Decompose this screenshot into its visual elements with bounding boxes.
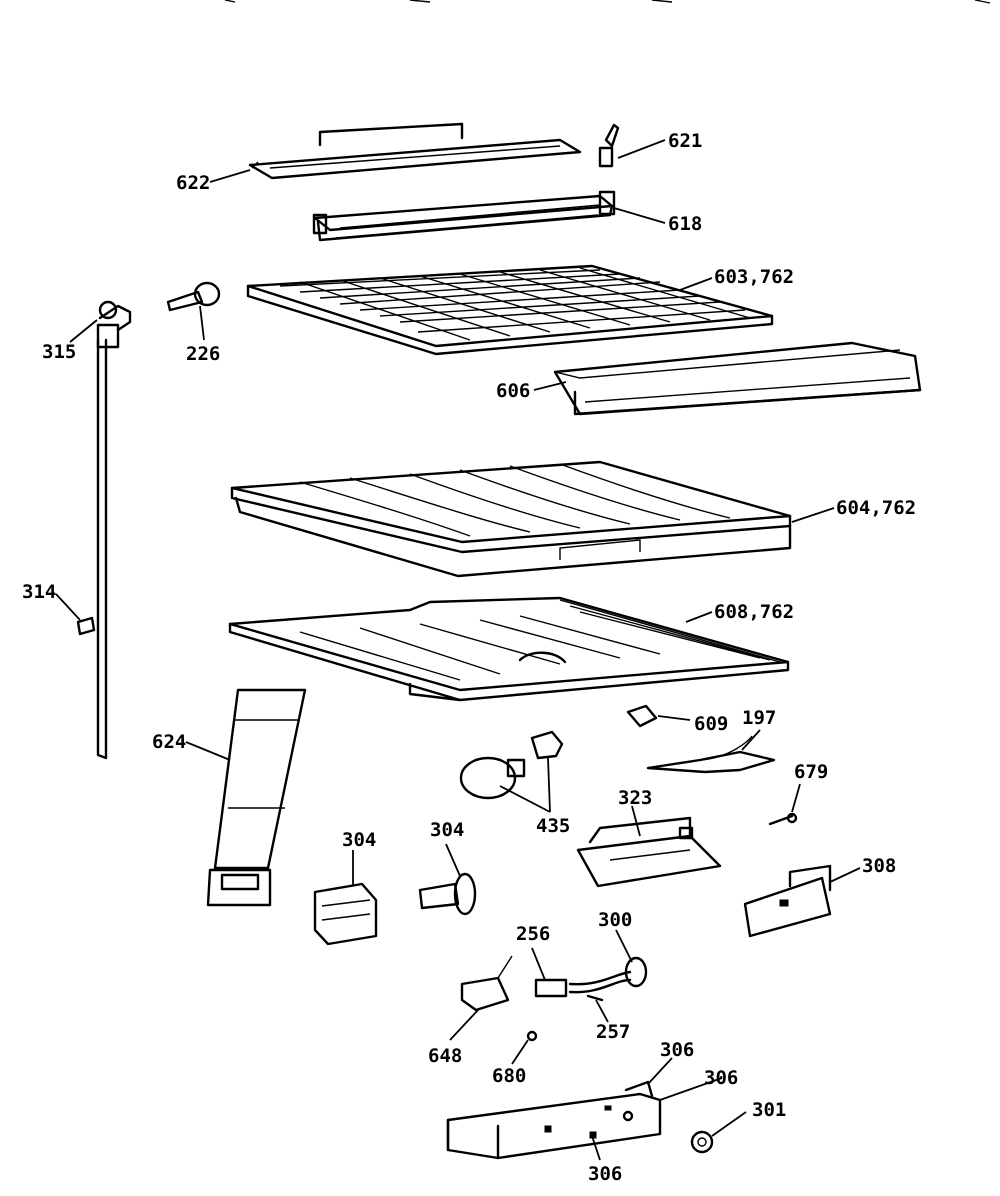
callout-304-relay: 304 <box>342 829 376 851</box>
callout-301: 301 <box>752 1099 786 1121</box>
callout-604-762: 604,762 <box>836 497 916 519</box>
part-304-knob <box>418 872 477 916</box>
callout-603-762: 603,762 <box>714 266 794 288</box>
part-618-housing <box>312 190 616 242</box>
callout-608-762: 608,762 <box>714 601 794 623</box>
callout-197: 197 <box>742 707 776 729</box>
part-301-nut <box>690 1130 714 1154</box>
top-edge-marks <box>224 0 991 4</box>
part-197-bracket <box>646 735 776 774</box>
callout-304-knob: 304 <box>430 819 464 841</box>
part-622-cover <box>248 122 582 180</box>
callout-226: 226 <box>186 343 220 365</box>
callout-labels: 621 622 618 603,762 315 226 606 604,762 … <box>22 130 916 1185</box>
part-648-motor <box>460 955 513 1012</box>
callout-609: 609 <box>694 713 728 735</box>
part-306-bracket <box>446 1080 662 1160</box>
callout-323: 323 <box>618 787 652 809</box>
part-679-screw <box>768 812 798 826</box>
part-609-block <box>626 704 658 728</box>
part-300-harness <box>568 956 648 994</box>
part-257-pin <box>586 994 604 1002</box>
callout-257: 257 <box>596 1021 630 1043</box>
callout-679: 679 <box>794 761 828 783</box>
callout-308: 308 <box>862 855 896 877</box>
part-621-connector <box>598 123 620 168</box>
callout-315: 315 <box>42 341 76 363</box>
part-226-knob <box>166 281 221 312</box>
part-624-panel <box>206 688 307 907</box>
part-314-clip <box>76 616 96 636</box>
callout-624: 624 <box>152 731 186 753</box>
part-608-pan <box>228 596 790 702</box>
part-308-plate <box>743 864 832 938</box>
part-680-screw <box>526 1030 538 1042</box>
callout-314: 314 <box>22 581 56 603</box>
part-315-rod <box>96 300 132 760</box>
callout-621: 621 <box>668 130 702 152</box>
part-435-bulb <box>459 730 564 800</box>
part-256-switch <box>534 978 568 998</box>
callout-306-bottom: 306 <box>588 1163 622 1185</box>
callout-306-right: 306 <box>704 1067 738 1089</box>
part-603-wire-shelf <box>246 264 774 356</box>
callout-306-top: 306 <box>660 1039 694 1061</box>
callout-618: 618 <box>668 213 702 235</box>
callout-648: 648 <box>428 1045 462 1067</box>
callout-606: 606 <box>496 380 530 402</box>
callout-256: 256 <box>516 923 550 945</box>
part-304-relay <box>313 882 378 946</box>
callout-680: 680 <box>492 1065 526 1087</box>
leader-lines <box>55 139 861 1161</box>
part-606-rail <box>553 341 922 416</box>
callout-300: 300 <box>598 909 632 931</box>
callout-435: 435 <box>536 815 570 837</box>
callout-622: 622 <box>176 172 210 194</box>
part-604-crisper-cover <box>230 460 792 578</box>
part-323-bracket <box>576 816 722 888</box>
